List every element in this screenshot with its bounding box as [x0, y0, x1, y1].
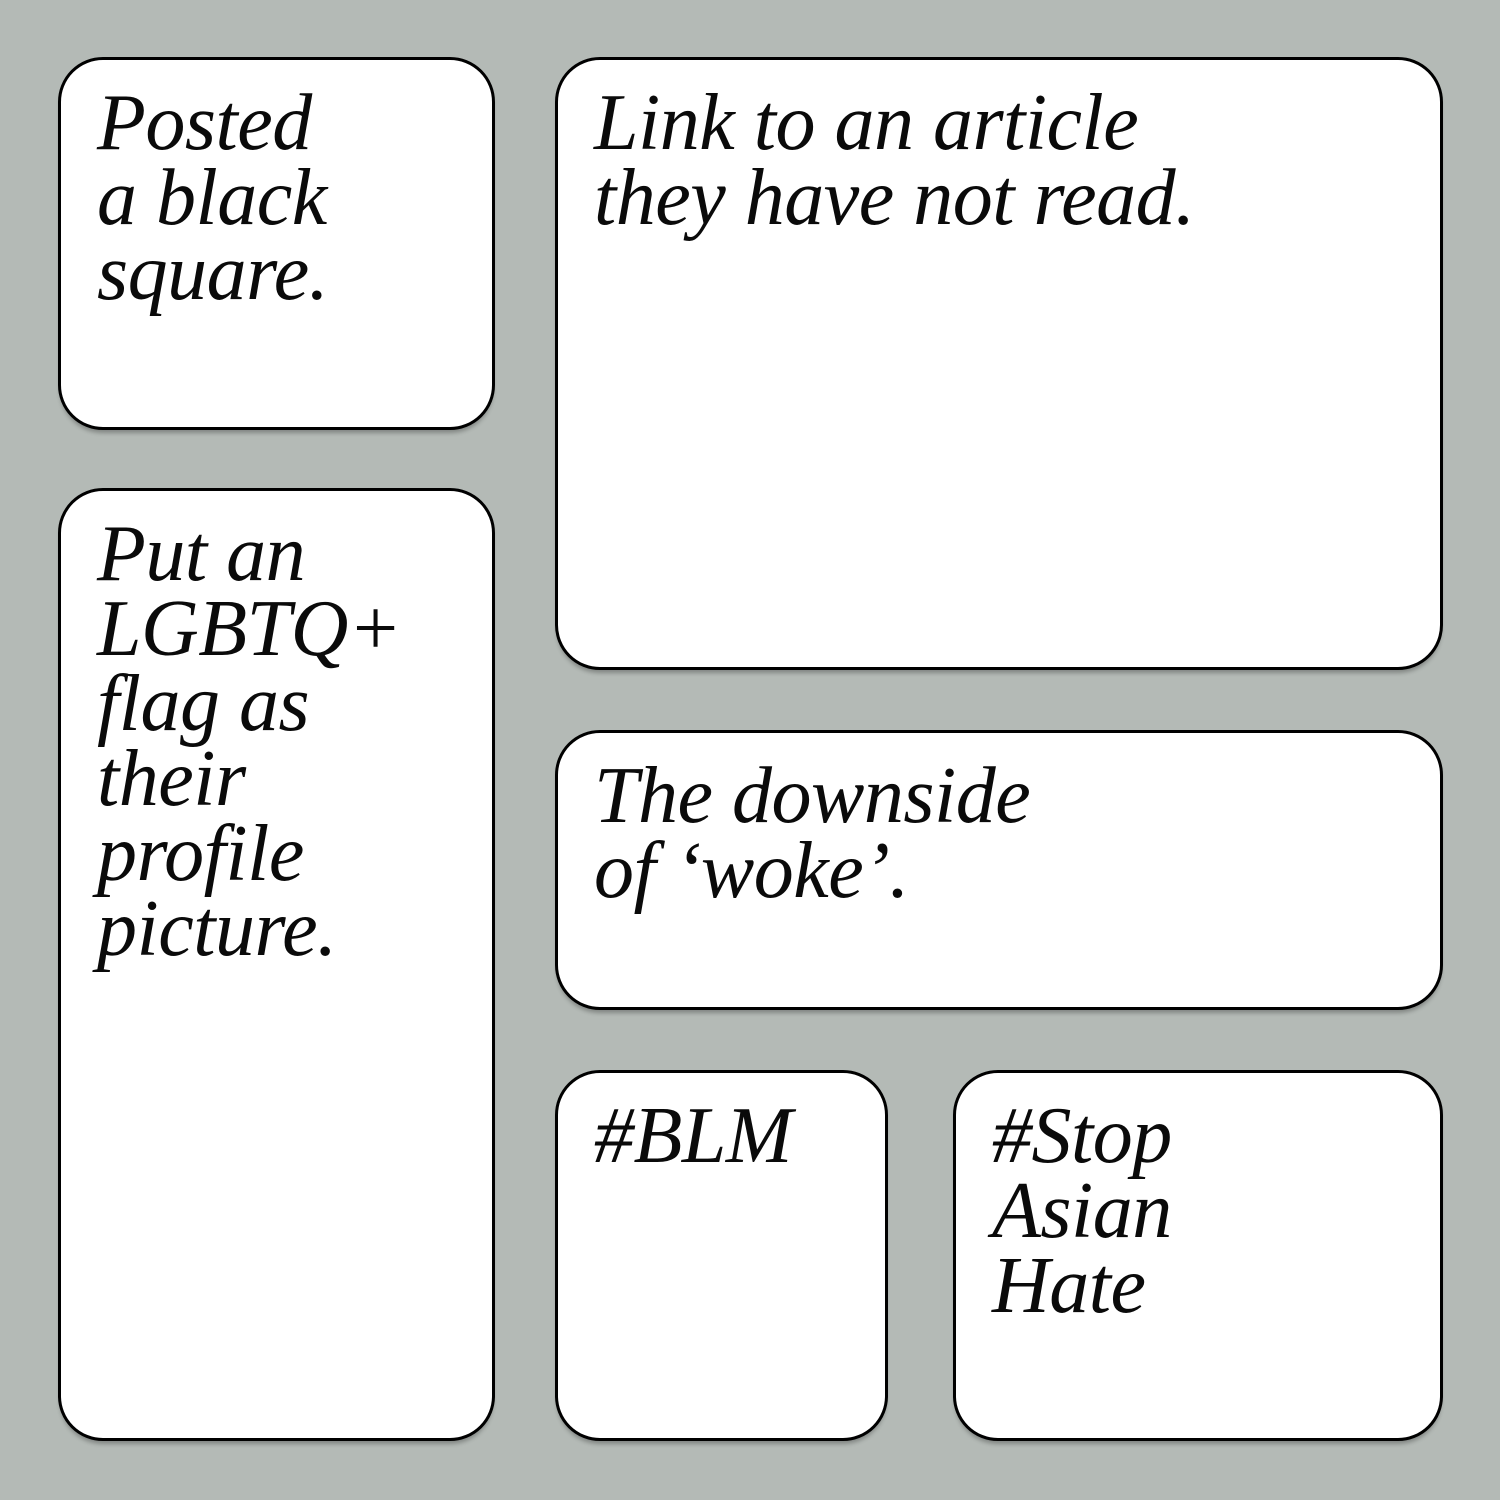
card-blm-hashtag-text: #BLM: [594, 1092, 793, 1180]
card-article-link: Link to an article they have not read.: [555, 57, 1443, 670]
card-stop-asian-hate-text: #Stop Asian Hate: [992, 1092, 1172, 1330]
card-downside-of-woke: The downside of ‘woke’.: [555, 730, 1443, 1010]
card-downside-of-woke-text: The downside of ‘woke’.: [594, 752, 1031, 915]
card-posted-black-square-text: Posted a black square.: [97, 79, 329, 317]
card-article-link-text: Link to an article they have not read.: [594, 79, 1195, 242]
card-blm-hashtag: #BLM: [555, 1070, 888, 1441]
card-posted-black-square: Posted a black square.: [58, 57, 495, 430]
card-lgbtq-flag-profile: Put an LGBTQ+ flag as their profile pict…: [58, 488, 495, 1441]
card-lgbtq-flag-profile-text: Put an LGBTQ+ flag as their profile pict…: [97, 510, 402, 973]
card-stop-asian-hate: #Stop Asian Hate: [953, 1070, 1443, 1441]
